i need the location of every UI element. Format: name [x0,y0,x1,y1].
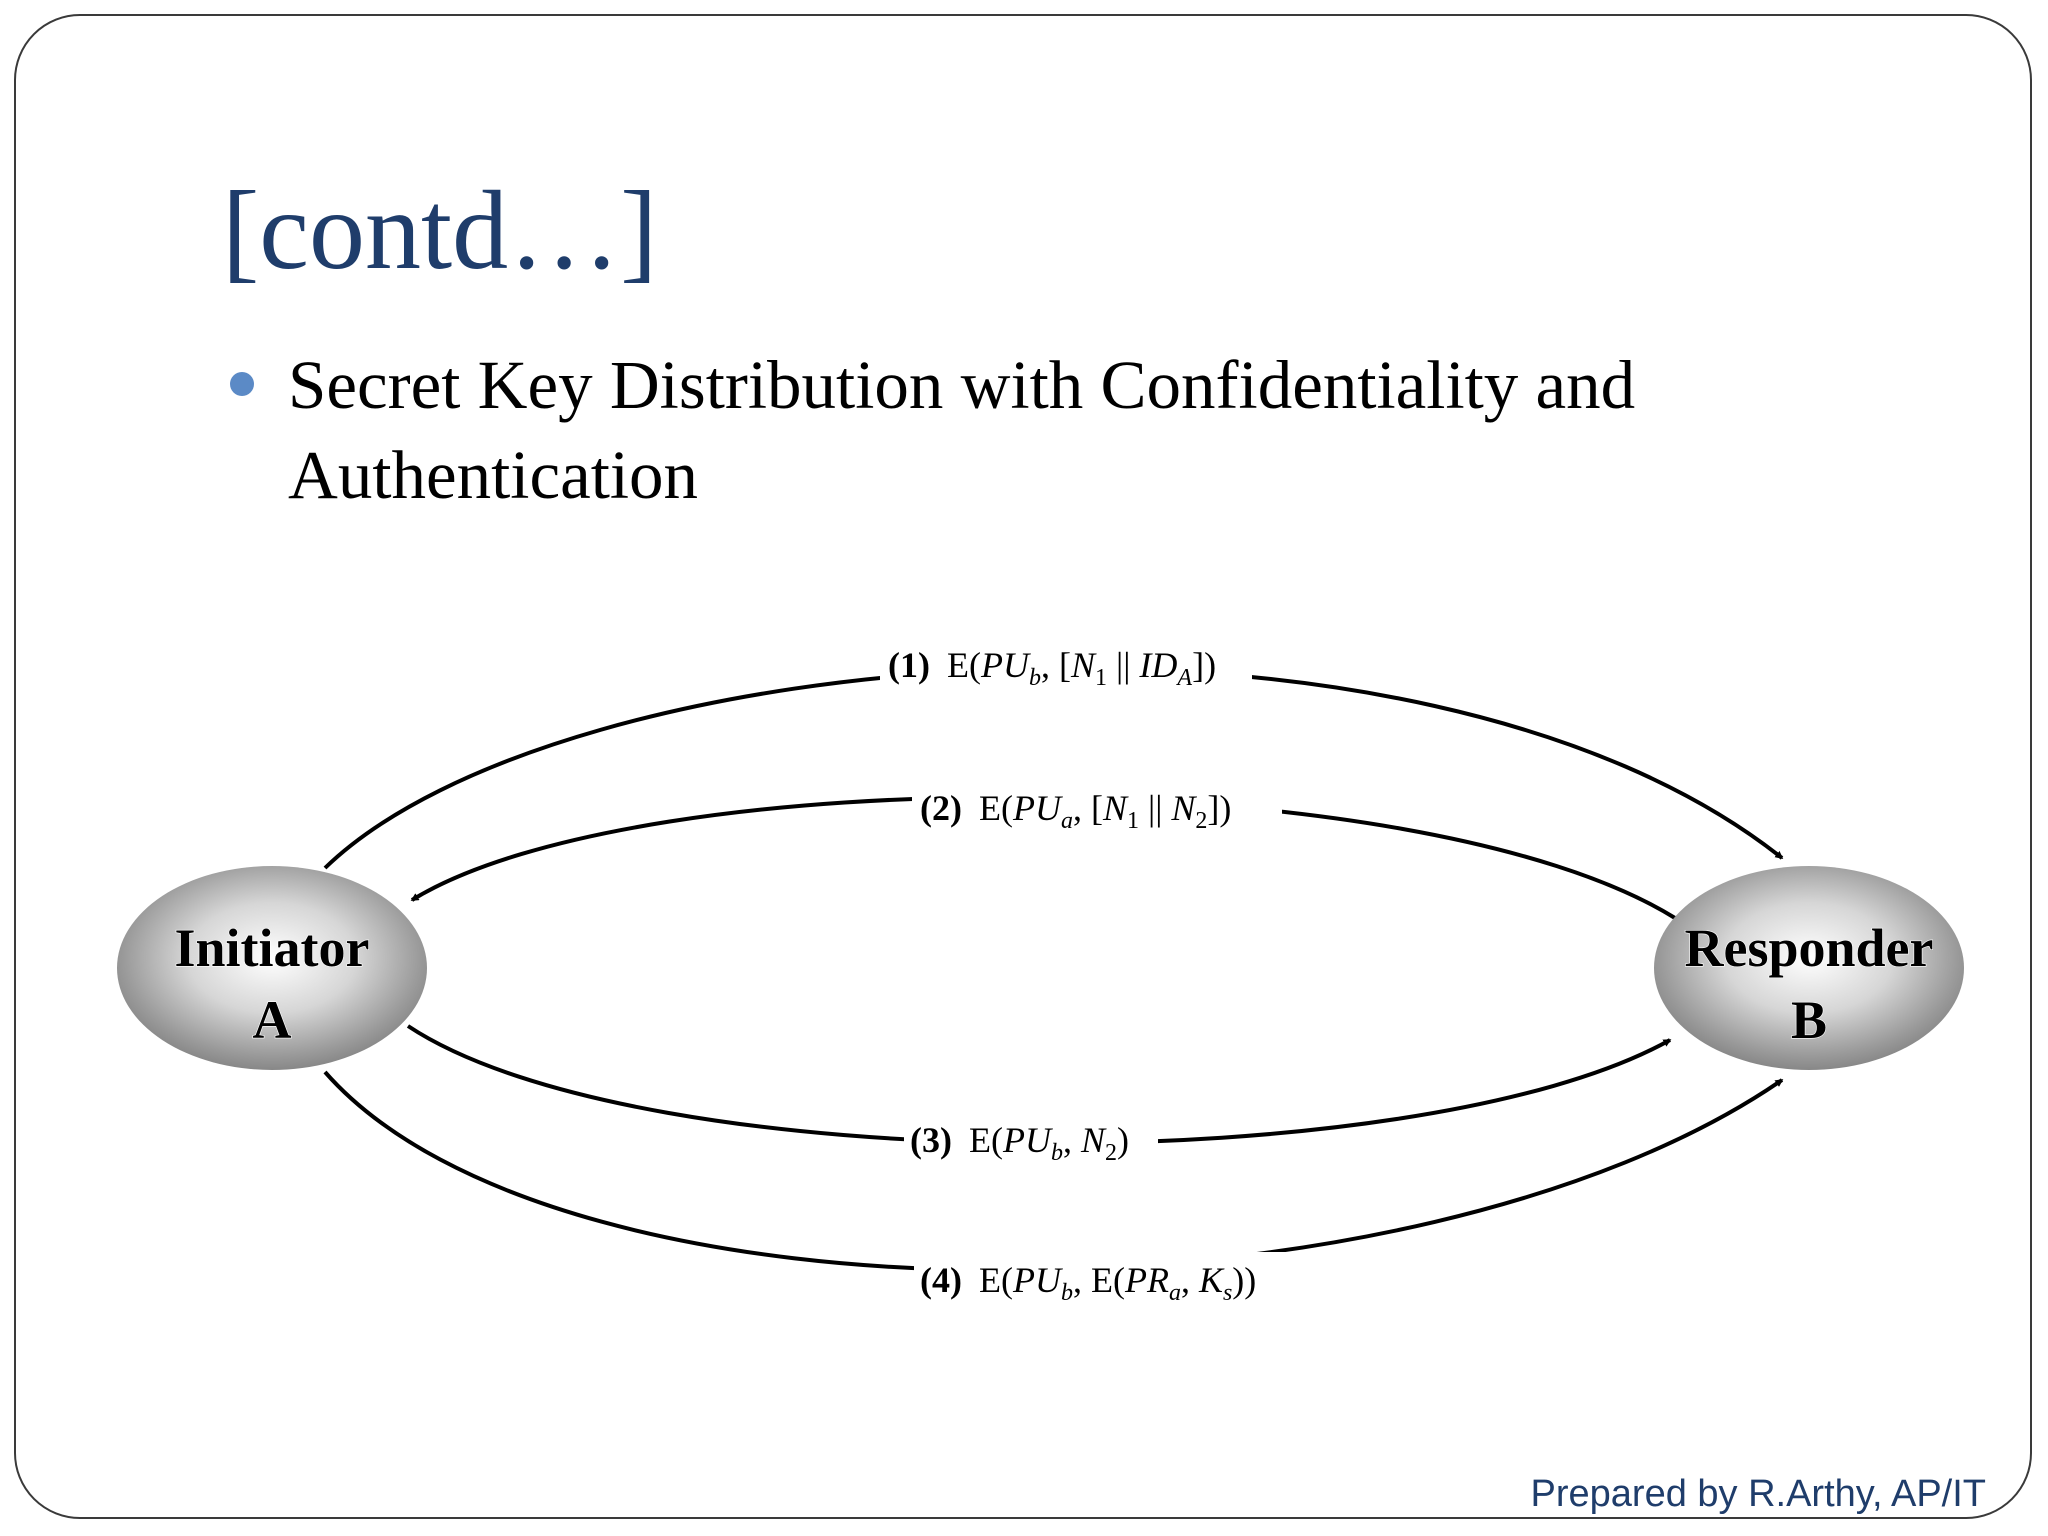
initiator-node-id: A [253,990,292,1050]
responder-node-id: B [1791,990,1827,1050]
initiator-node: Initiator A [117,866,427,1070]
slide-title: [contd…] [222,169,658,293]
footer-credit: Prepared by R.Arthy, AP/IT [1530,1473,1986,1515]
bullet-text: Secret Key Distribution with Confidentia… [288,347,1636,513]
message-4-arrow [323,1070,1784,1273]
message-2-label: (2) E(PUa, [N1 || N2]) [920,788,1231,834]
message-1-label: (1) E(PUb, [N1 || IDA]) [888,645,1216,691]
message-1-arrow [323,666,1784,870]
bullet-point-icon [230,372,254,396]
responder-node-label: Responder [1684,918,1933,978]
message-4-label: (4) E(PUb, E(PRa, Ks)) [920,1260,1256,1306]
message-3-label: (3) E(PUb, N2) [910,1120,1129,1166]
responder-node: Responder B [1654,866,1964,1070]
initiator-node-label: Initiator [175,918,370,978]
